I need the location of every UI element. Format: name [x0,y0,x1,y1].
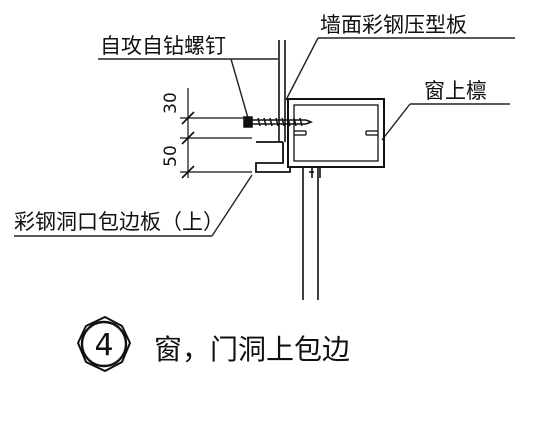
dimension-chain [180,88,252,179]
purlin-section [287,98,385,168]
flashing-leader [211,174,253,237]
dimension-lower: 50 [161,145,181,167]
opening-flashing [255,141,291,173]
screw-label: 自攻自钻螺钉 [100,34,226,58]
wall-panel-label: 墙面彩钢压型板 [320,13,467,37]
leader-lines [14,37,515,237]
detail-number-badge: 4 [76,315,132,373]
purlin-label: 窗上檩 [424,79,487,103]
window-frame [302,167,321,300]
caption-title: 窗，门洞上包边 [154,333,350,366]
wall-panel [278,40,286,142]
self-drilling-screw [243,116,314,128]
purlin-leader [381,103,411,141]
dimension-upper: 30 [161,92,181,114]
screw-leader [230,58,249,119]
wall-panel-leader [285,37,319,101]
flashing-label: 彩钢洞口包边板（上） [14,210,224,234]
detail-number: 4 [94,328,113,363]
